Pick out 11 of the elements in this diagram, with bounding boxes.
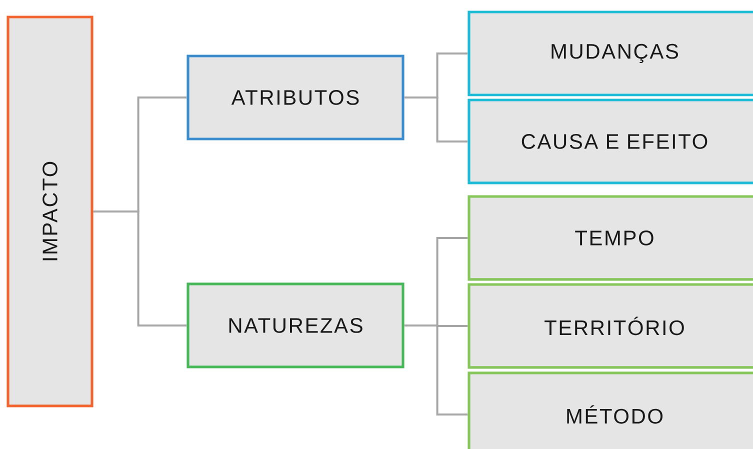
item-box: MUDANÇAS — [468, 10, 753, 96]
item-box: MÉTODO — [468, 372, 753, 449]
item-box: CAUSA E EFEITO — [468, 98, 753, 184]
connector-line — [93, 210, 187, 326]
category-box: NATUREZAS — [186, 282, 404, 368]
connector-line — [404, 96, 468, 142]
item-box: TEMPO — [468, 195, 753, 281]
connector-line — [404, 324, 468, 416]
category-box: ATRIBUTOS — [186, 54, 404, 140]
root-box: IMPACTO — [6, 16, 94, 408]
item-box: TERRITÓRIO — [468, 283, 753, 369]
